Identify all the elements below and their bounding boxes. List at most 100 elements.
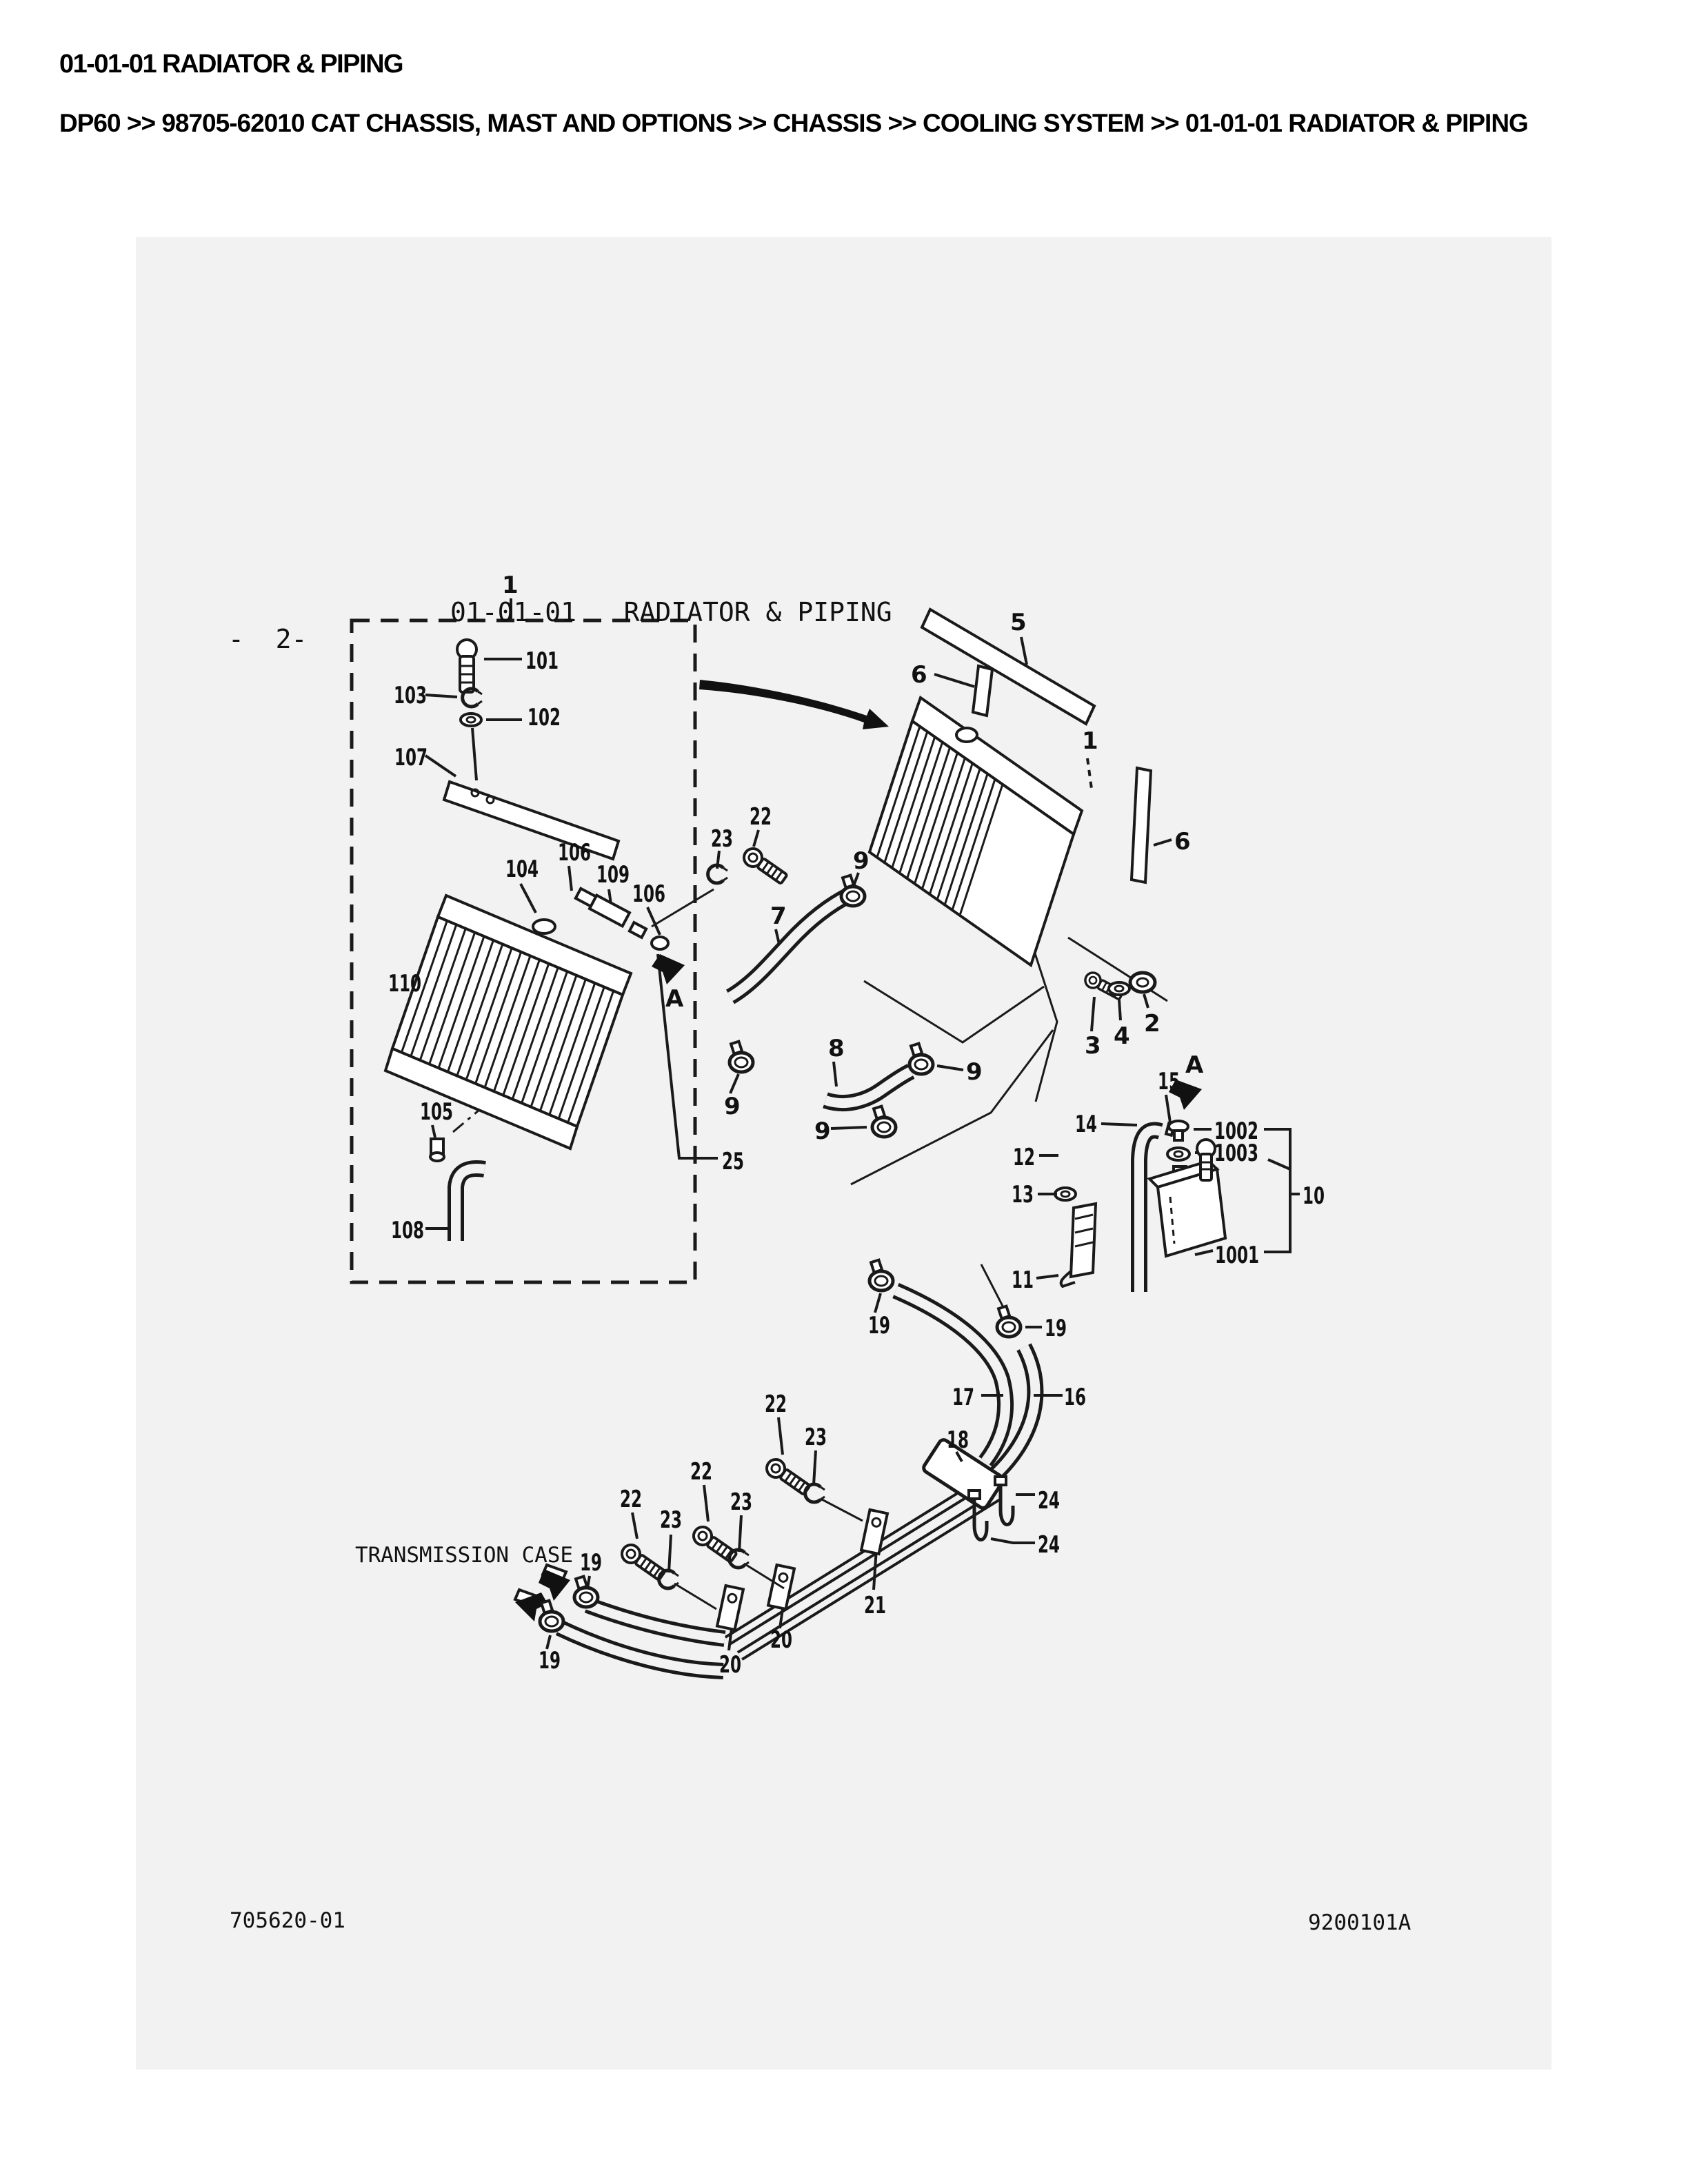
- part-label-6: 6: [1174, 828, 1191, 856]
- part-label-7: 7: [770, 902, 787, 930]
- breadcrumb: DP60 >> 98705-62010 CAT CHASSIS, MAST AN…: [59, 109, 1529, 137]
- part-label-9: 9: [853, 847, 870, 875]
- top-bar-5: [920, 607, 1096, 726]
- part-label-1003: 1003: [1214, 1140, 1258, 1167]
- part-label-103: 103: [394, 682, 427, 709]
- part-label-25: 25: [722, 1148, 744, 1175]
- diagram-line-art: [350, 598, 1300, 1679]
- page-title: 01-01-01 RADIATOR & PIPING: [59, 50, 404, 79]
- part-label-6: 6: [911, 661, 927, 689]
- hook-24: [998, 1484, 1015, 1526]
- part-label-22: 22: [690, 1458, 712, 1486]
- part-label-17: 17: [952, 1384, 974, 1411]
- part-label-9: 9: [814, 1118, 831, 1145]
- radiator-cap: [532, 918, 556, 935]
- part-label-1: 1: [502, 572, 519, 599]
- part-label-24: 24: [1038, 1531, 1060, 1559]
- diagram-page-marker: - 2-: [228, 624, 307, 654]
- part-label-1: 1: [1082, 727, 1098, 755]
- part-label-9: 9: [966, 1058, 983, 1086]
- exploded-diagram: 01-01-01 RADIATOR & PIPING - 2- TRANSMIS…: [228, 572, 1411, 1935]
- assembly-arrow: [699, 680, 889, 729]
- detail-box: [350, 618, 697, 1284]
- part-label-23: 23: [660, 1506, 682, 1534]
- diagram-title: 01-01-01 RADIATOR & PIPING: [450, 597, 892, 627]
- cooling-pipes: [715, 1282, 1063, 1661]
- part-label-23: 23: [711, 825, 733, 853]
- part-label-105: 105: [420, 1098, 453, 1126]
- part-label-110: 110: [388, 970, 421, 998]
- part-label-19: 19: [868, 1312, 890, 1339]
- part-label-14: 14: [1075, 1111, 1097, 1138]
- pipe-sleeve-18: [922, 1438, 1005, 1510]
- hook-24: [972, 1497, 989, 1541]
- flow-arrow-icon: [515, 1593, 547, 1621]
- revision-code: 9200101A: [1308, 1910, 1411, 1935]
- part-label-22: 22: [750, 803, 772, 831]
- part-label-20: 20: [719, 1651, 741, 1679]
- part-label-19: 19: [1045, 1315, 1067, 1342]
- strip-6-left: [971, 664, 994, 718]
- transmission-hoses: [513, 1563, 726, 1679]
- part-label-106: 106: [558, 839, 591, 867]
- part-label-15: 15: [1158, 1068, 1180, 1095]
- upper-hoses: [725, 882, 915, 1112]
- part-label-22: 22: [765, 1391, 787, 1418]
- fitting-109: [587, 893, 632, 929]
- flow-arrow-icon: [539, 1569, 570, 1601]
- clamp-9: [730, 1042, 753, 1072]
- part-label-23: 23: [730, 1488, 752, 1516]
- part-label-10: 10: [1303, 1182, 1325, 1210]
- arrow-a-left-icon: [652, 954, 685, 984]
- clamp-9: [872, 1106, 896, 1137]
- grommet-2: [1128, 971, 1157, 994]
- part-label-23: 23: [805, 1424, 827, 1451]
- drawing-number: 705620-01: [230, 1908, 345, 1933]
- pipe-bracket-20: [715, 1584, 745, 1632]
- clamp-19: [574, 1577, 598, 1607]
- part-label-1001: 1001: [1215, 1242, 1259, 1269]
- clamp-9: [841, 876, 865, 906]
- arrow-a-right-icon: [1169, 1080, 1202, 1110]
- part-label-5: 5: [1010, 609, 1027, 636]
- transmission-case-note: TRANSMISSION CASE: [355, 1543, 573, 1568]
- clamp-19: [997, 1306, 1021, 1337]
- reserve-tank: [1036, 1080, 1300, 1292]
- diagram-panel: 01-01-01 RADIATOR & PIPING - 2- TRANSMIS…: [136, 237, 1551, 2070]
- part-label-101: 101: [525, 647, 559, 675]
- part-label-16: 16: [1064, 1384, 1086, 1411]
- part-label-13: 13: [1012, 1181, 1034, 1209]
- part-label-3: 3: [1085, 1032, 1101, 1060]
- part-label-22: 22: [620, 1486, 642, 1513]
- part-label-20: 20: [770, 1626, 792, 1654]
- part-labels: 110110310210710410610910611010510825A232…: [388, 572, 1325, 1679]
- clamp-19: [870, 1260, 893, 1291]
- part-label-18: 18: [947, 1426, 969, 1454]
- tank-bracket-11: [1069, 1202, 1098, 1279]
- part-label-A: A: [665, 985, 684, 1013]
- part-label-A: A: [1185, 1051, 1204, 1079]
- part-label-11: 11: [1012, 1266, 1034, 1294]
- bracket-107: [442, 780, 621, 861]
- part-label-19: 19: [580, 1549, 602, 1577]
- part-label-104: 104: [505, 856, 539, 883]
- part-label-19: 19: [539, 1647, 561, 1675]
- part-label-12: 12: [1013, 1144, 1035, 1171]
- part-label-109: 109: [596, 861, 630, 889]
- clamp-9: [910, 1044, 933, 1074]
- tank-body-1001: [1156, 1167, 1227, 1258]
- part-label-4: 4: [1114, 1022, 1130, 1050]
- part-label-107: 107: [394, 744, 428, 771]
- part-label-102: 102: [528, 704, 561, 731]
- part-label-108: 108: [391, 1217, 424, 1244]
- part-label-106: 106: [632, 880, 665, 908]
- part-label-1002: 1002: [1214, 1118, 1258, 1145]
- part-label-8: 8: [828, 1035, 845, 1062]
- part-label-2: 2: [1144, 1010, 1160, 1038]
- right-radiator: [867, 607, 1172, 968]
- part-label-9: 9: [724, 1093, 741, 1120]
- clamp-19: [540, 1601, 563, 1631]
- strip-6-right: [1129, 766, 1153, 884]
- part-label-24: 24: [1038, 1487, 1060, 1515]
